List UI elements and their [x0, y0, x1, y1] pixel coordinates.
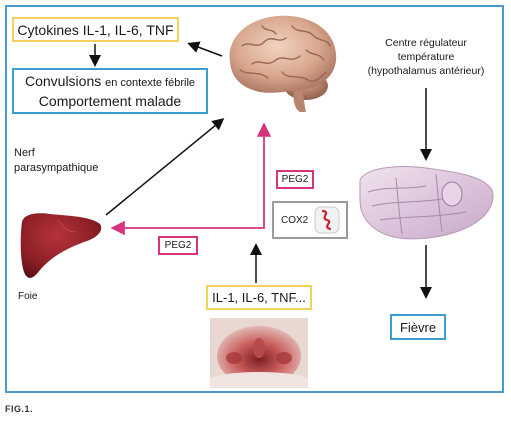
peg2-lower-text: PEG2 — [164, 240, 192, 251]
nerf-line-2: parasympathique — [14, 162, 99, 174]
comportement-malade-label: Comportement malade — [38, 93, 182, 109]
cytokines-top-box: Cytokines IL-1, IL-6, TNF — [12, 17, 179, 42]
peg2-upper-box: PEG2 — [276, 170, 314, 189]
convulsions-label: Convulsions — [24, 73, 102, 89]
centre-line-3: (hypothalamus antérieur) — [367, 65, 485, 77]
centre-regulateur-text: Centre régulateur température (hypothala… — [352, 36, 500, 78]
cox2-icon — [314, 206, 340, 234]
foie-label: Foie — [18, 291, 38, 302]
cytokines-top-text: Cytokines IL-1, IL-6, TNF — [17, 21, 174, 38]
arrow-liver-to-brain — [105, 118, 225, 216]
arrow-peg2-to-brain — [256, 122, 272, 229]
fievre-box: Fièvre — [390, 314, 446, 340]
centre-line-1: Centre régulateur — [385, 37, 467, 49]
brain-image — [229, 15, 337, 112]
convulsions-context: en contexte fébrile — [105, 77, 196, 89]
convulsions-box: Convulsions en contexte fébrile Comporte… — [12, 68, 208, 114]
cytokines-bottom-box: IL-1, IL-6, TNF... — [206, 285, 312, 310]
peg2-upper-text: PEG2 — [281, 174, 309, 185]
peg2-lower-box: PEG2 — [158, 236, 198, 255]
cox2-box: COX2 — [272, 201, 348, 239]
cytokines-bottom-text: IL-1, IL-6, TNF... — [212, 290, 306, 305]
centre-line-2: température — [397, 51, 455, 63]
figure-caption: FIG.1. — [5, 404, 34, 414]
cox2-text: COX2 — [281, 214, 309, 226]
nerf-line-1: Nerf — [14, 147, 35, 159]
fievre-text: Fièvre — [399, 319, 437, 335]
arrow-brain-to-cytokines — [187, 41, 223, 57]
nerf-label: Nerf parasympathique — [14, 146, 98, 176]
liver-image — [20, 213, 102, 278]
throat-image — [210, 318, 308, 388]
hypothalamus-image — [359, 166, 494, 240]
